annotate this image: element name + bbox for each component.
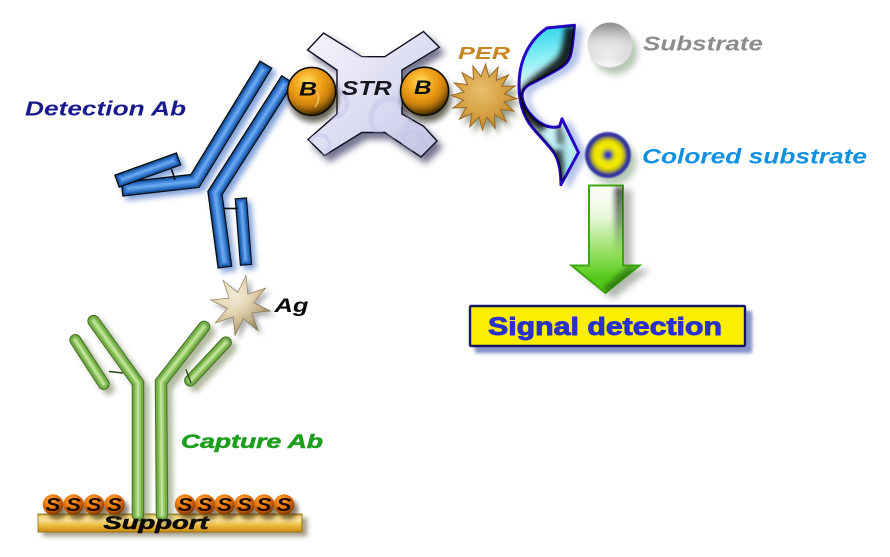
svg-text:S: S: [277, 495, 292, 515]
svg-text:S: S: [107, 495, 122, 515]
svg-text:Substrate: Substrate: [643, 33, 763, 56]
svg-text:Ag: Ag: [273, 295, 308, 317]
svg-text:Colored substrate: Colored substrate: [642, 146, 867, 169]
svg-text:S: S: [46, 495, 61, 515]
svg-text:S: S: [178, 495, 193, 515]
svg-text:S: S: [66, 495, 81, 515]
svg-text:Capture Ab: Capture Ab: [181, 431, 323, 453]
svg-text:S: S: [237, 495, 252, 515]
svg-text:B: B: [414, 78, 432, 99]
svg-text:Detection Ab: Detection Ab: [25, 99, 186, 121]
svg-text:Support: Support: [104, 513, 211, 533]
svg-text:S: S: [198, 495, 213, 515]
svg-text:S: S: [217, 495, 232, 515]
svg-text:S: S: [87, 495, 102, 515]
svg-text:B: B: [299, 79, 317, 100]
svg-text:S: S: [257, 495, 272, 515]
svg-text:PER: PER: [458, 43, 511, 63]
svg-text:Signal detection: Signal detection: [488, 313, 722, 341]
svg-text:STR: STR: [342, 77, 392, 100]
